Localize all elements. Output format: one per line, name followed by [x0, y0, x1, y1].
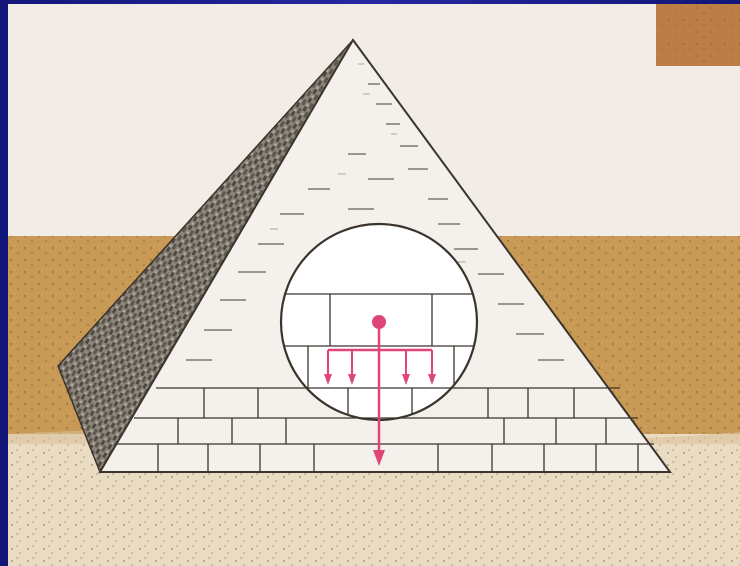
pyramid-illustration — [8, 4, 740, 566]
force-arrow-head — [428, 374, 436, 385]
force-arrows — [324, 315, 436, 466]
stone-texture — [186, 83, 564, 361]
weight-arrow-head — [373, 450, 385, 466]
force-arrow-head — [348, 374, 356, 385]
force-arrow-head — [324, 374, 332, 385]
force-arrow-head — [402, 374, 410, 385]
center-of-mass-dot — [372, 315, 386, 329]
diagram-scene — [8, 4, 740, 566]
